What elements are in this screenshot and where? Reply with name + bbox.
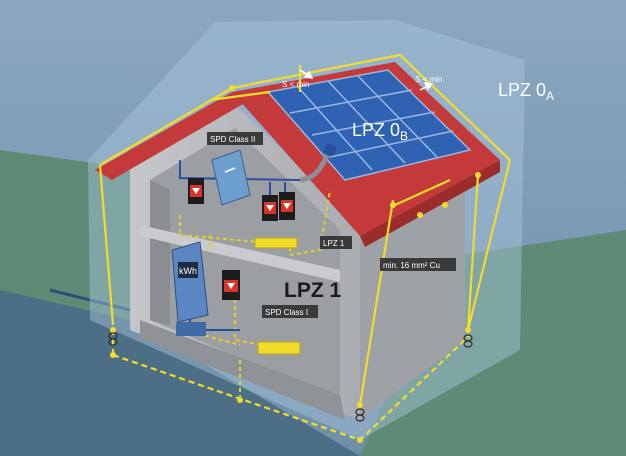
lpz0a-label: LPZ 0A — [498, 80, 554, 103]
separation-label-left: S < min — [282, 80, 309, 89]
air-termination-system — [98, 53, 512, 406]
conductor-label: min. 16 mm² Cu — [383, 261, 440, 270]
ground-front — [0, 290, 360, 456]
meter-label: kWh — [179, 266, 197, 276]
conductor-label-box — [380, 258, 456, 271]
ground-floor — [140, 320, 345, 420]
roof-entry-point — [324, 144, 336, 156]
separation-label-right: S < min — [415, 75, 442, 84]
kwh-meter — [171, 241, 209, 336]
lpz1-small-label-box — [320, 236, 352, 249]
spd-class-2-label-box — [207, 132, 263, 145]
solar-array — [266, 69, 472, 181]
surge-arrester-ac — [222, 270, 240, 300]
bonding-bar-lower — [257, 341, 301, 355]
roof-left — [95, 92, 250, 180]
ground-left — [0, 150, 130, 330]
bonding-bar-upper — [254, 237, 298, 249]
spd-class-1-label: SPD Class I — [265, 308, 308, 317]
surge-arrester-dc-1 — [188, 178, 204, 204]
earth-rod-coils — [108, 332, 473, 422]
interior-left-wall — [150, 180, 170, 325]
lpz0b-label: LPZ 0B — [352, 120, 408, 143]
lpz1-small-label: LPZ 1 — [323, 239, 345, 248]
ground-right — [360, 230, 626, 456]
roof-edge — [360, 160, 500, 247]
surge-arrester-dc-2 — [262, 195, 278, 221]
spd-class-2-label: SPD Class II — [210, 135, 255, 144]
surge-arrester-dc-3 — [279, 192, 295, 220]
separation-arrows — [299, 69, 434, 91]
floor-slab — [140, 225, 340, 282]
spd-class-1-label-box — [262, 305, 318, 318]
inverter — [211, 149, 251, 206]
lpz1-label: LPZ 1 — [284, 279, 341, 302]
earth-rods — [110, 85, 481, 443]
buried-cable — [49, 288, 131, 312]
